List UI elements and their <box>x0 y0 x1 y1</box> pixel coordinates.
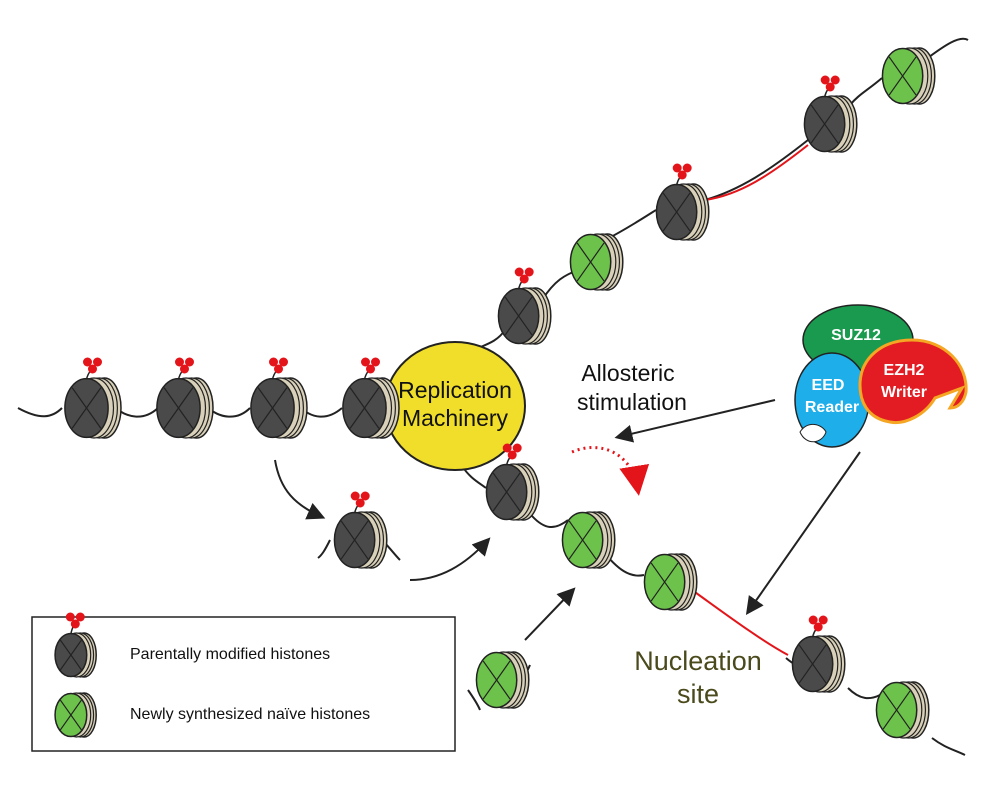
ezh2-label-line1: EZH2 <box>884 362 925 379</box>
upper-naive-nucleosome <box>569 233 624 291</box>
arrow-from-transit <box>409 537 491 581</box>
lower-naive-nucleosome <box>561 511 616 569</box>
red-dotted-spread-arrow <box>571 446 650 496</box>
allosteric-label-line2: stimulation <box>577 389 687 415</box>
red-dna-upper <box>704 144 809 201</box>
free-naive-nucleosome <box>475 651 530 709</box>
transit-parental-nucleosome <box>333 491 388 569</box>
arrow-naive-incoming <box>524 587 576 641</box>
methyl-mark <box>65 612 85 629</box>
lower-parental-nucleosome <box>485 443 540 521</box>
eed-label-line1: EED <box>812 377 845 394</box>
ezh2-label-line2: Writer <box>881 384 927 401</box>
nucleation-label-line1: Nucleation <box>634 646 762 676</box>
methyl-mark <box>502 443 522 460</box>
parental-nucleosome <box>156 357 214 439</box>
upper-parental-nucleosome <box>803 75 858 153</box>
methyl-mark <box>83 357 102 374</box>
legend-icons <box>54 612 97 738</box>
methyl-mark <box>514 267 534 284</box>
methyl-mark <box>808 615 828 632</box>
nucleation-label-line2: site <box>677 679 719 709</box>
red-dna-lower <box>691 589 789 656</box>
lower-naive-nucleosome <box>875 681 930 739</box>
methyl-mark <box>820 75 840 92</box>
legend-box <box>31 616 456 752</box>
parental-dna-strand <box>17 404 413 418</box>
upper-parental-nucleosome <box>655 163 710 241</box>
legend: Parentally modified histones Newly synth… <box>31 612 456 752</box>
arrow-to-transit <box>274 459 326 520</box>
legend-parental-label: Parentally modified histones <box>130 646 330 663</box>
methyl-mark <box>175 357 194 374</box>
ezh2-subunit <box>858 338 968 425</box>
upper-parental-nucleosome <box>497 267 552 345</box>
parental-nucleosome <box>342 357 400 439</box>
replication-label-line2: Machinery <box>402 405 509 431</box>
nucleosomes <box>64 47 936 739</box>
legend-parental-icon <box>54 612 97 678</box>
upper-naive-nucleosome <box>881 47 936 105</box>
allosteric-label-line1: Allosteric <box>581 360 674 386</box>
parental-nucleosome <box>64 357 122 439</box>
lower-parental-nucleosome <box>791 615 846 693</box>
legend-naive-label: Newly synthesized naïve histones <box>130 706 370 723</box>
legend-naive-icon <box>54 692 97 738</box>
lower-naive-nucleosome <box>643 553 698 611</box>
arrows <box>274 399 861 641</box>
eed-label-line2: Reader <box>805 399 859 416</box>
upper-daughter-strand <box>461 37 969 357</box>
eed-notch <box>799 424 827 443</box>
methyl-mark <box>672 163 692 180</box>
methyl-mark <box>350 491 370 508</box>
suz12-label: SUZ12 <box>831 327 881 344</box>
arrow-allosteric <box>614 399 776 443</box>
methyl-mark <box>361 357 380 374</box>
parental-nucleosome <box>250 357 308 439</box>
prc2-complex: SUZ12 EED Reader EZH2 Writer <box>794 304 968 448</box>
arrow-to-nucleation <box>745 451 861 615</box>
replication-label-line1: Replication <box>398 377 512 403</box>
methyl-mark <box>269 357 288 374</box>
